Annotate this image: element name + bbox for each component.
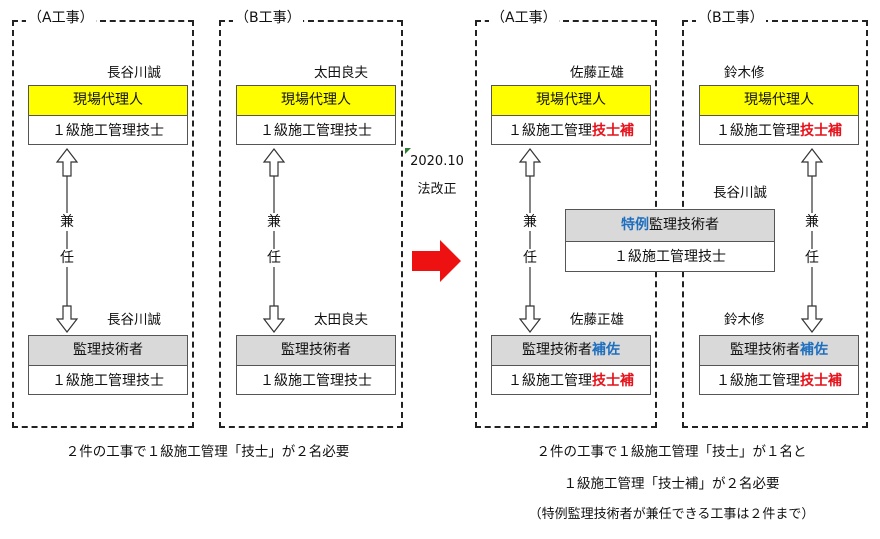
qualification-label: １級施工管理技士補	[700, 116, 858, 146]
person-name: 鈴木修	[724, 65, 765, 81]
law-revision-label: 法改正	[417, 182, 457, 197]
concurrent-label: 任	[521, 249, 539, 267]
role-prefix: 監理技術者	[522, 342, 592, 358]
person-name: 佐藤正雄	[570, 65, 624, 81]
role-label: 監理技術者補佐	[700, 336, 858, 366]
qualification-prefix: １級施工管理	[716, 123, 800, 139]
role-label: 現場代理人	[492, 86, 650, 116]
concurrent-arrow	[800, 148, 824, 333]
role-suffix: 監理技術者	[649, 217, 719, 233]
panel-title: （A工事）	[26, 8, 96, 28]
role-highlight: 補佐	[800, 342, 828, 358]
transition-arrow-icon	[412, 240, 461, 282]
qualification-label: １級施工管理技士補	[700, 366, 858, 396]
role-label: 現場代理人	[237, 86, 395, 116]
person-name: 長谷川誠	[107, 312, 161, 328]
role-label: 特例監理技術者	[566, 210, 774, 242]
role-label: 監理技術者	[237, 336, 395, 366]
qualification-highlight: 技士補	[800, 123, 842, 139]
right-caption-line-2: １級施工管理「技士補」が２名必要	[563, 476, 780, 492]
qualification-label: １級施工管理技士	[52, 373, 164, 389]
concurrent-arrow	[55, 148, 79, 333]
person-name: 佐藤正雄	[570, 312, 624, 328]
concurrent-label: 兼	[58, 213, 76, 231]
supervising-engineer-box: 監理技術者 １級施工管理技士	[28, 335, 188, 395]
role-highlight: 特例	[621, 217, 649, 233]
site-agent-box: 現場代理人 １級施工管理技士	[236, 85, 396, 145]
concurrent-arrow	[518, 148, 542, 333]
concurrent-arrow	[262, 148, 286, 333]
special-engineer-name: 長谷川誠	[711, 184, 769, 202]
person-name: 長谷川誠	[107, 65, 161, 81]
person-name: 鈴木修	[724, 312, 765, 328]
concurrent-label: 任	[803, 249, 821, 267]
qualification-highlight: 技士補	[592, 373, 634, 389]
panel-title: （A工事）	[489, 8, 559, 28]
revision-date: 2020.10	[410, 154, 464, 169]
site-agent-box: 現場代理人 １級施工管理技士	[28, 85, 188, 145]
qualification-prefix: １級施工管理	[508, 373, 592, 389]
left-caption: ２件の工事で１級施工管理「技士」が２名必要	[65, 444, 350, 460]
person-name: 太田良夫	[314, 65, 368, 81]
supervising-engineer-assistant-box: 監理技術者補佐 １級施工管理技士補	[699, 335, 859, 395]
role-prefix: 監理技術者	[730, 342, 800, 358]
right-caption-line-1: ２件の工事で１級施工管理「技士」が１名と	[536, 444, 807, 460]
qualification-label: １級施工管理技士	[260, 373, 372, 389]
concurrent-label: 任	[265, 249, 283, 267]
qualification-label: １級施工管理技士	[260, 123, 372, 139]
qualification-prefix: １級施工管理	[508, 123, 592, 139]
qualification-label: １級施工管理技士補	[492, 116, 650, 146]
qualification-highlight: 技士補	[800, 373, 842, 389]
qualification-label: １級施工管理技士	[52, 123, 164, 139]
person-name: 太田良夫	[314, 312, 368, 328]
qualification-prefix: １級施工管理	[716, 373, 800, 389]
role-label: 現場代理人	[29, 86, 187, 116]
panel-left-a-construction	[12, 20, 194, 428]
special-supervising-engineer-box: 特例監理技術者 １級施工管理技士	[565, 209, 775, 272]
site-agent-box: 現場代理人 １級施工管理技士補	[699, 85, 859, 145]
supervising-engineer-box: 監理技術者 １級施工管理技士	[236, 335, 396, 395]
corner-marker-icon	[405, 148, 411, 154]
concurrent-label: 兼	[521, 213, 539, 231]
qualification-highlight: 技士補	[592, 123, 634, 139]
panel-title: （B工事）	[233, 8, 303, 28]
site-agent-box: 現場代理人 １級施工管理技士補	[491, 85, 651, 145]
right-caption-line-3: （特例監理技術者が兼任できる工事は２件まで）	[528, 507, 815, 522]
qualification-label: １級施工管理技士	[614, 249, 726, 265]
role-highlight: 補佐	[592, 342, 620, 358]
panel-left-b-construction	[219, 20, 403, 428]
concurrent-label: 任	[58, 249, 76, 267]
role-label: 現場代理人	[700, 86, 858, 116]
supervising-engineer-assistant-box: 監理技術者補佐 １級施工管理技士補	[491, 335, 651, 395]
role-label: 監理技術者	[29, 336, 187, 366]
concurrent-label: 兼	[265, 213, 283, 231]
role-label: 監理技術者補佐	[492, 336, 650, 366]
concurrent-label: 兼	[803, 213, 821, 231]
panel-title: （B工事）	[696, 8, 766, 28]
qualification-label: １級施工管理技士補	[492, 366, 650, 396]
